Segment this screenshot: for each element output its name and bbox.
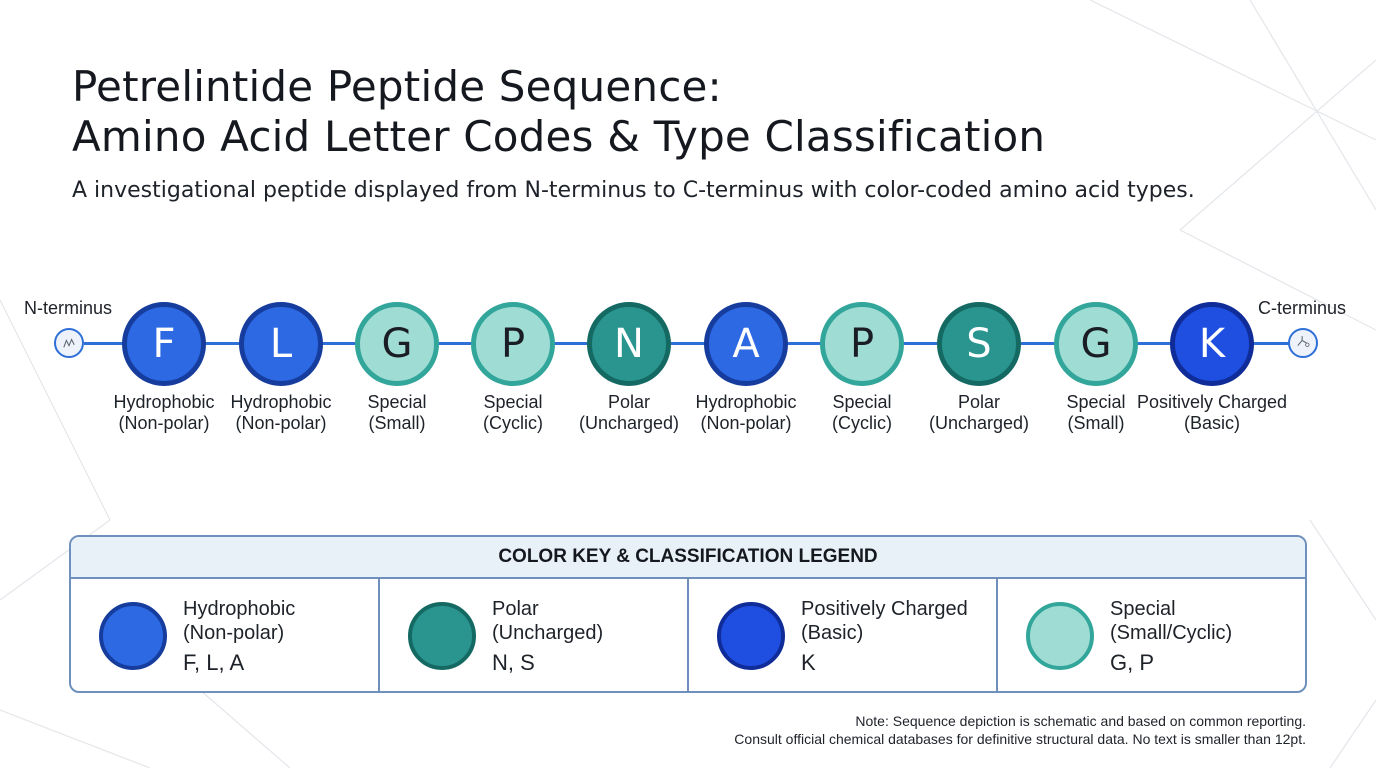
residue-3-type-label: Special (Small)	[312, 392, 482, 434]
legend-item-special: Special (Small/Cyclic) G, P	[996, 579, 1305, 691]
legend-type-name: Polar	[492, 598, 539, 620]
legend-item-text: Special (Small/Cyclic) G, P	[1110, 597, 1232, 675]
type-qualifier: (Uncharged)	[578, 413, 680, 433]
polar-swatch	[408, 602, 476, 670]
residue-4-type-label: Special (Cyclic)	[428, 392, 598, 434]
type-qualifier: (Small)	[368, 413, 426, 433]
legend-body: Hydrophobic (Non-polar) F, L, A Polar (U…	[71, 579, 1305, 691]
legend-item-hydrophobic: Hydrophobic (Non-polar) F, L, A	[71, 579, 378, 691]
residue-7: P	[820, 302, 904, 386]
legend-item-text: Positively Charged (Basic) K	[801, 597, 968, 675]
n-terminus-label: N-terminus	[24, 298, 113, 318]
page-title: Petrelintide Peptide Sequence: Amino Aci…	[72, 62, 1045, 162]
legend-type-name: Special	[1110, 598, 1176, 620]
type-qualifier: (Non-polar)	[235, 413, 327, 433]
residue-2-type-label: Hydrophobic (Non-polar)	[196, 392, 366, 434]
type-name: Polar	[957, 392, 1001, 412]
hydrophobic-swatch	[99, 602, 167, 670]
legend-title: COLOR KEY & CLASSIFICATION LEGEND	[71, 537, 1305, 579]
residue-6: A	[704, 302, 788, 386]
legend-item-positive: Positively Charged (Basic) K	[687, 579, 996, 691]
type-qualifier: (Uncharged)	[928, 413, 1030, 433]
legend-type-qualifier: (Small/Cyclic)	[1110, 622, 1233, 644]
legend-type-name: Positively Charged	[801, 598, 968, 620]
type-qualifier: (Non-polar)	[700, 413, 792, 433]
legend-letter-codes: K	[801, 650, 816, 675]
legend-type-name: Hydrophobic	[183, 598, 296, 620]
special-swatch	[1026, 602, 1094, 670]
type-qualifier: (Cyclic)	[832, 413, 892, 433]
legend-item-polar: Polar (Uncharged) N, S	[378, 579, 687, 691]
residue-8: S	[937, 302, 1021, 386]
type-name: Special	[1066, 392, 1126, 412]
c-terminus-structure-icon	[1288, 328, 1318, 358]
type-name: Polar	[607, 392, 651, 412]
type-qualifier: (Cyclic)	[483, 413, 543, 433]
c-terminus-label: C-terminus	[1258, 298, 1347, 318]
residue-4: P	[471, 302, 555, 386]
type-name: Hydrophobic	[230, 392, 332, 412]
type-name: Hydrophobic	[695, 392, 797, 412]
backbone-bond	[164, 342, 1212, 345]
legend-letter-codes: G, P	[1110, 650, 1155, 675]
color-key-legend: COLOR KEY & CLASSIFICATION LEGEND Hydrop…	[69, 535, 1307, 693]
residue-2: L	[239, 302, 323, 386]
footnote: Note: Sequence depiction is schematic an…	[734, 712, 1306, 748]
page-subtitle: A investigational peptide displayed from…	[72, 178, 1195, 203]
footnote-line-1: Note: Sequence depiction is schematic an…	[855, 713, 1306, 729]
footnote-line-2: Consult official chemical databases for …	[734, 731, 1306, 747]
legend-type-qualifier: (Basic)	[801, 622, 864, 644]
backbone-bond-n	[84, 342, 124, 345]
backbone-bond-c	[1252, 342, 1290, 345]
title-line-1: Petrelintide Peptide Sequence:	[72, 62, 722, 111]
type-name: Special	[367, 392, 427, 412]
residue-8-type-label: Polar (Uncharged)	[894, 392, 1064, 434]
legend-type-qualifier: (Non-polar)	[183, 622, 285, 644]
residue-1: F	[122, 302, 206, 386]
type-qualifier: (Basic)	[1183, 413, 1240, 433]
positive-swatch	[717, 602, 785, 670]
residue-9-type-label: Special (Small)	[1011, 392, 1181, 434]
legend-letter-codes: F, L, A	[183, 650, 245, 675]
n-terminus-structure-icon	[54, 328, 84, 358]
residue-1-type-label: Hydrophobic (Non-polar)	[79, 392, 249, 434]
residue-7-type-label: Special (Cyclic)	[777, 392, 947, 434]
type-name: Special	[832, 392, 892, 412]
type-qualifier: (Non-polar)	[118, 413, 210, 433]
legend-letter-codes: N, S	[492, 650, 535, 675]
residue-10-type-label: Positively Charged (Basic)	[1127, 392, 1297, 434]
residue-9: G	[1054, 302, 1138, 386]
type-name: Hydrophobic	[113, 392, 215, 412]
legend-item-text: Polar (Uncharged) N, S	[492, 597, 603, 675]
legend-item-text: Hydrophobic (Non-polar) F, L, A	[183, 597, 295, 675]
type-name: Special	[483, 392, 543, 412]
residue-3: G	[355, 302, 439, 386]
type-name: Positively Charged	[1136, 392, 1288, 412]
type-qualifier: (Small)	[1067, 413, 1125, 433]
legend-type-qualifier: (Uncharged)	[492, 622, 604, 644]
residue-5-type-label: Polar (Uncharged)	[544, 392, 714, 434]
residue-6-type-label: Hydrophobic (Non-polar)	[661, 392, 831, 434]
residue-5: N	[587, 302, 671, 386]
residue-10: K	[1170, 302, 1254, 386]
title-line-2: Amino Acid Letter Codes & Type Classific…	[72, 112, 1046, 161]
